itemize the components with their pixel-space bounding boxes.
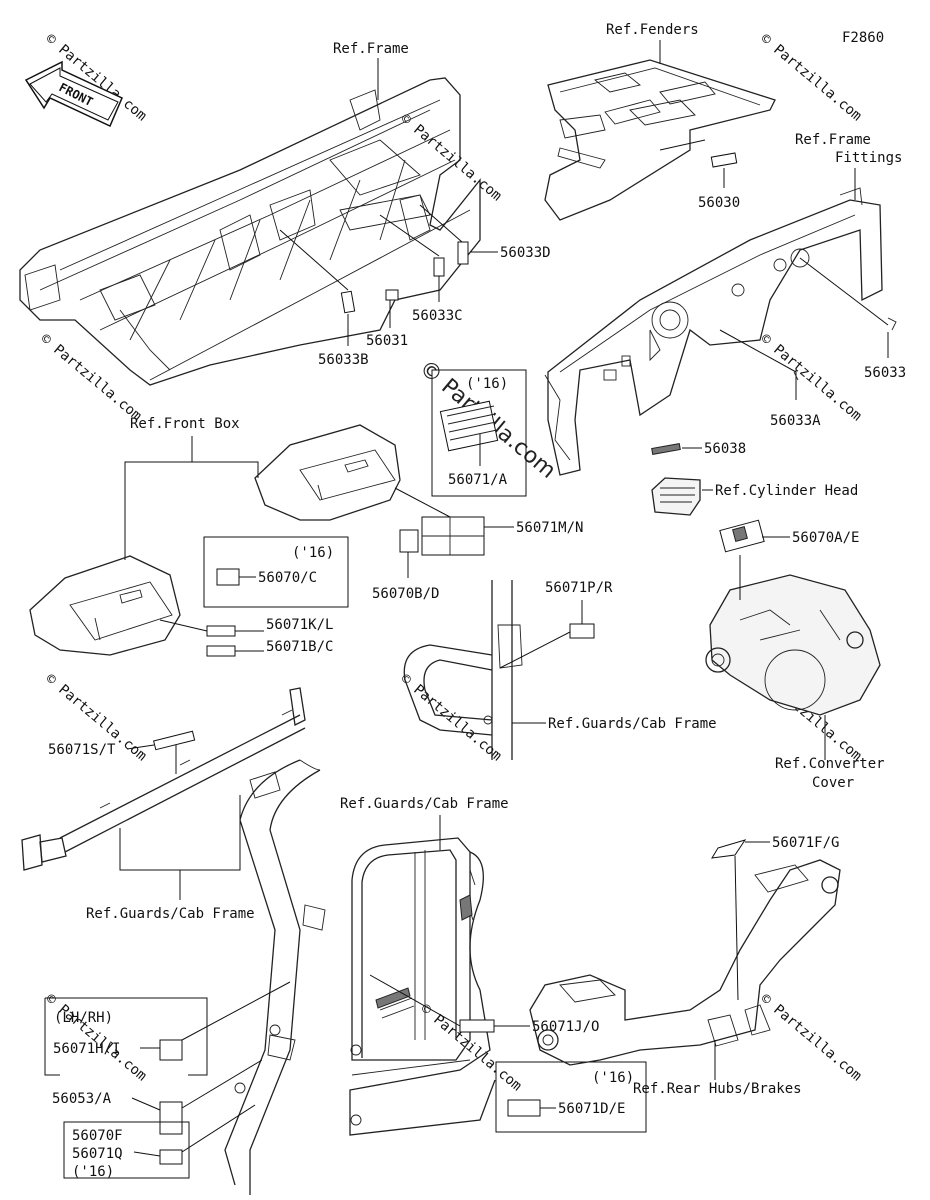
decal-56071ST [153, 730, 196, 751]
part-56071KL: 56071K/L [266, 617, 333, 633]
part-56071HI: 56071H/I [53, 1041, 120, 1057]
ref-frame-label: Ref.Frame [333, 41, 409, 57]
ref-cylinder-head-label: Ref.Cylinder Head [715, 483, 858, 499]
frame-decals [340, 241, 469, 314]
decal-56071HI [159, 1039, 183, 1061]
part-56053A: 56053/A [52, 1091, 112, 1107]
decal-56070BD [399, 529, 419, 553]
note-16-d: ('16) [592, 1070, 634, 1086]
watermark: © Partzilla.com [757, 991, 864, 1085]
part-56030: 56030 [698, 195, 740, 211]
decal-56071FG [711, 839, 747, 859]
watermark: © Partzilla.com [397, 111, 504, 205]
decal-56033A [793, 371, 799, 381]
decal-56071JO [459, 1019, 495, 1033]
door-frame-drawing [349, 837, 496, 1136]
part-56070C: 56070/C [258, 570, 317, 586]
ref-fenders-label: Ref.Fenders [606, 22, 699, 38]
part-56070F: 56070F [72, 1128, 123, 1144]
note-box-56071HI [45, 997, 208, 1076]
note-16-c: ('16) [72, 1164, 114, 1180]
front-arrow-icon: FRONT [24, 60, 123, 128]
converter-cover-drawing [705, 574, 881, 716]
front-box-upper-drawing [254, 424, 401, 521]
decal-56071KL [206, 625, 236, 637]
part-56033B: 56033B [318, 352, 369, 368]
ref-frame-fittings-label-2: Fittings [835, 150, 902, 166]
ref-frame-fittings-label-1: Ref.Frame [795, 132, 871, 148]
part-56071A: 56071/A [448, 472, 508, 488]
part-56071DE: 56071D/E [558, 1101, 625, 1117]
ref-converter-cover-label-2: Cover [812, 775, 854, 791]
decal-56053A [159, 1101, 183, 1135]
note-lhrh: (LH/RH) [54, 1010, 113, 1026]
ref-rear-hubs-label: Ref.Rear Hubs/Brakes [633, 1081, 802, 1097]
watermark: © Partzilla.com [417, 1001, 524, 1095]
part-56070BD: 56070B/D [372, 586, 439, 602]
part-56071BC: 56071B/C [266, 639, 333, 655]
note-16-b: ('16) [292, 545, 334, 561]
cylinder-head-drawing [651, 477, 701, 516]
ref-converter-cover-label-1: Ref.Converter [775, 756, 885, 772]
decal-56033 [887, 317, 897, 331]
front-box-lower-drawing [29, 555, 181, 656]
ref-front-box-label: Ref.Front Box [130, 416, 240, 432]
fender-drawing [544, 59, 776, 221]
watermark: © Partzilla.com [757, 331, 864, 425]
note-box-56071DE [495, 1061, 647, 1133]
dashboard-drawing [544, 187, 883, 476]
part-56071MN: 56071M/N [516, 520, 583, 536]
note-box-56070F [63, 1121, 190, 1179]
center-guard-drawing [403, 580, 523, 760]
note-box-56070C [203, 536, 349, 608]
part-56033C: 56033C [412, 308, 463, 324]
part-56038: 56038 [704, 441, 746, 457]
decal-56030 [710, 152, 738, 168]
part-56031: 56031 [366, 333, 408, 349]
part-56071FG: 56071F/G [772, 835, 839, 851]
rear-hubs-drawing [529, 859, 841, 1066]
watermark: © Partzilla.com [42, 991, 149, 1085]
decal-56070C [216, 568, 240, 586]
curved-post-drawing [224, 759, 326, 1195]
left-bar-drawing [21, 687, 306, 871]
part-56071PR: 56071P/R [545, 580, 613, 596]
part-56071ST: 56071S/T [48, 742, 116, 758]
part-56033D: 56033D [500, 245, 551, 261]
part-56033A: 56033A [770, 413, 821, 429]
decal-56070F [159, 1149, 183, 1165]
ref-guards-cab-label-3: Ref.Guards/Cab Frame [340, 796, 509, 812]
decal-56071PR [569, 623, 595, 639]
part-56071JO: 56071J/O [532, 1019, 599, 1035]
decal-56038 [651, 443, 681, 455]
note-16-a: ('16) [466, 376, 508, 392]
frame-drawing [19, 77, 481, 386]
decal-56071A [439, 400, 499, 452]
part-56071Q: 56071Q [72, 1146, 123, 1162]
ref-guards-cab-label-1: Ref.Guards/Cab Frame [548, 716, 717, 732]
decal-56070AE [719, 519, 765, 553]
ref-guards-cab-label-2: Ref.Guards/Cab Frame [86, 906, 255, 922]
watermark: © Partzilla.com [397, 671, 504, 765]
part-56070AE: 56070A/E [792, 530, 859, 546]
note-box-56071A [431, 369, 527, 497]
watermark: © Partzilla.com [37, 331, 144, 425]
decal-56071BC [206, 645, 236, 657]
part-56033: 56033 [864, 365, 906, 381]
decal-56071DE [507, 1099, 541, 1117]
diagram-code: F2860 [842, 30, 884, 46]
